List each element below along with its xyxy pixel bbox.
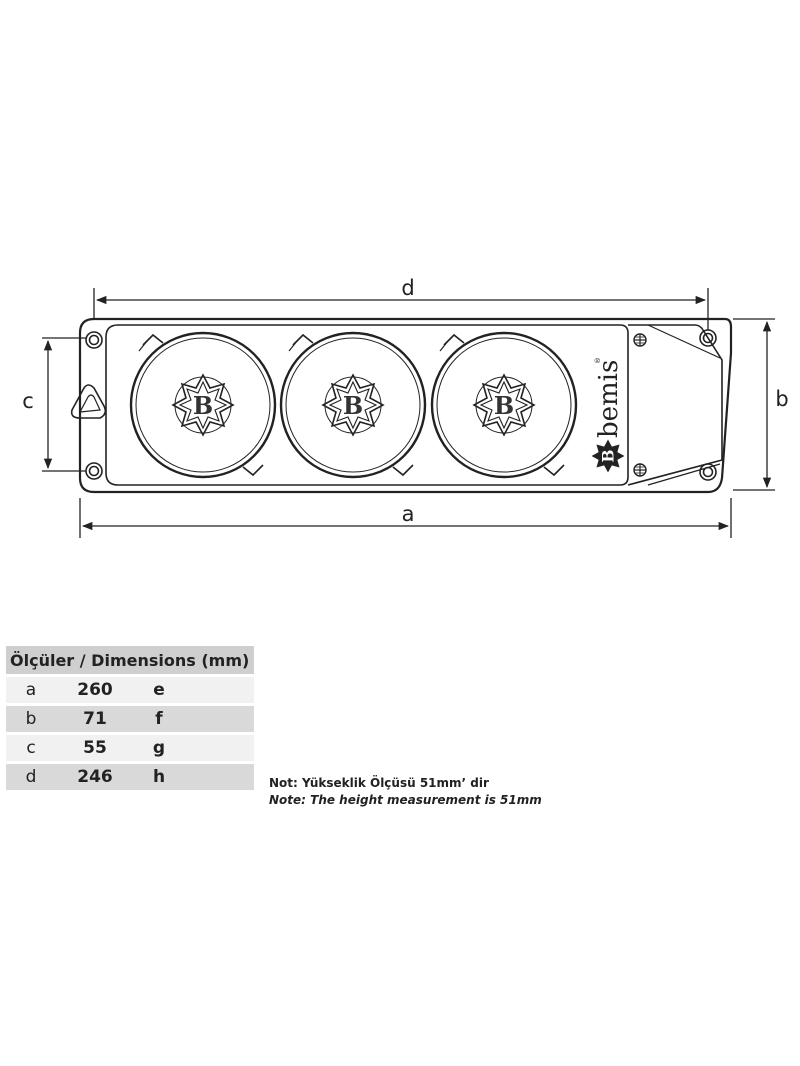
socket-emblem-letter: B — [494, 391, 514, 420]
dimensions-table: Ölçüler / Dimensions (mm) a 260 e b 71 f… — [6, 643, 254, 793]
row-key: a — [6, 677, 56, 703]
row-value2 — [184, 677, 254, 703]
row-value2 — [184, 735, 254, 761]
screw-top-left-icon — [85, 331, 103, 349]
brand-reg-mark: ® — [594, 357, 602, 364]
strip-outline — [70, 317, 733, 494]
dimension-b — [733, 318, 775, 491]
cross-screw-top-icon — [633, 333, 647, 347]
screw-bottom-right-icon — [699, 463, 717, 481]
row-key2: g — [134, 735, 184, 761]
dimension-a — [79, 498, 732, 538]
dimension-d — [93, 288, 709, 330]
brand-emblem-icon: B — [591, 439, 625, 473]
socket-emblem-letter: B — [193, 391, 213, 420]
row-value: 260 — [56, 677, 134, 703]
brand-name: bemis — [594, 360, 624, 438]
power-strip-drawing: B B B B bemis ® d — [22, 276, 789, 538]
row-value2 — [184, 706, 254, 732]
row-value2 — [184, 764, 254, 790]
row-key: b — [6, 706, 56, 732]
height-note: Not: Yükseklik Ölçüsü 51mm’ dir Note: Th… — [269, 775, 542, 809]
row-value: 55 — [56, 735, 134, 761]
row-key: c — [6, 735, 56, 761]
table-row: a 260 e — [6, 677, 254, 703]
screw-bottom-left-icon — [85, 462, 103, 480]
socket-1: B — [129, 331, 277, 479]
cross-screw-bottom-icon — [633, 463, 647, 477]
table-row: c 55 g — [6, 735, 254, 761]
dimension-d-label: d — [401, 276, 414, 300]
row-key: d — [6, 764, 56, 790]
socket-3: B — [430, 331, 578, 479]
table-row: b 71 f — [6, 706, 254, 732]
row-key2: f — [134, 706, 184, 732]
table-row: d 246 h — [6, 764, 254, 790]
height-note-tr: Not: Yükseklik Ölçüsü 51mm’ dir — [269, 776, 489, 790]
row-key2: e — [134, 677, 184, 703]
dimension-b-label: b — [775, 387, 788, 411]
dimension-a-label: a — [402, 502, 415, 526]
row-key2: h — [134, 764, 184, 790]
dimensions-table-title: Ölçüler / Dimensions (mm) — [6, 646, 254, 674]
height-note-en: Note: The height measurement is 51mm — [269, 793, 542, 807]
dimension-c — [42, 337, 86, 472]
row-value: 71 — [56, 706, 134, 732]
socket-2: B — [279, 331, 427, 479]
socket-emblem-letter: B — [343, 391, 363, 420]
dimension-c-label: c — [22, 389, 34, 413]
row-value: 246 — [56, 764, 134, 790]
brand-logo: B bemis ® — [591, 357, 625, 473]
dimensions-table-header: Ölçüler / Dimensions (mm) — [6, 646, 254, 674]
brand-emblem-letter: B — [600, 449, 618, 462]
